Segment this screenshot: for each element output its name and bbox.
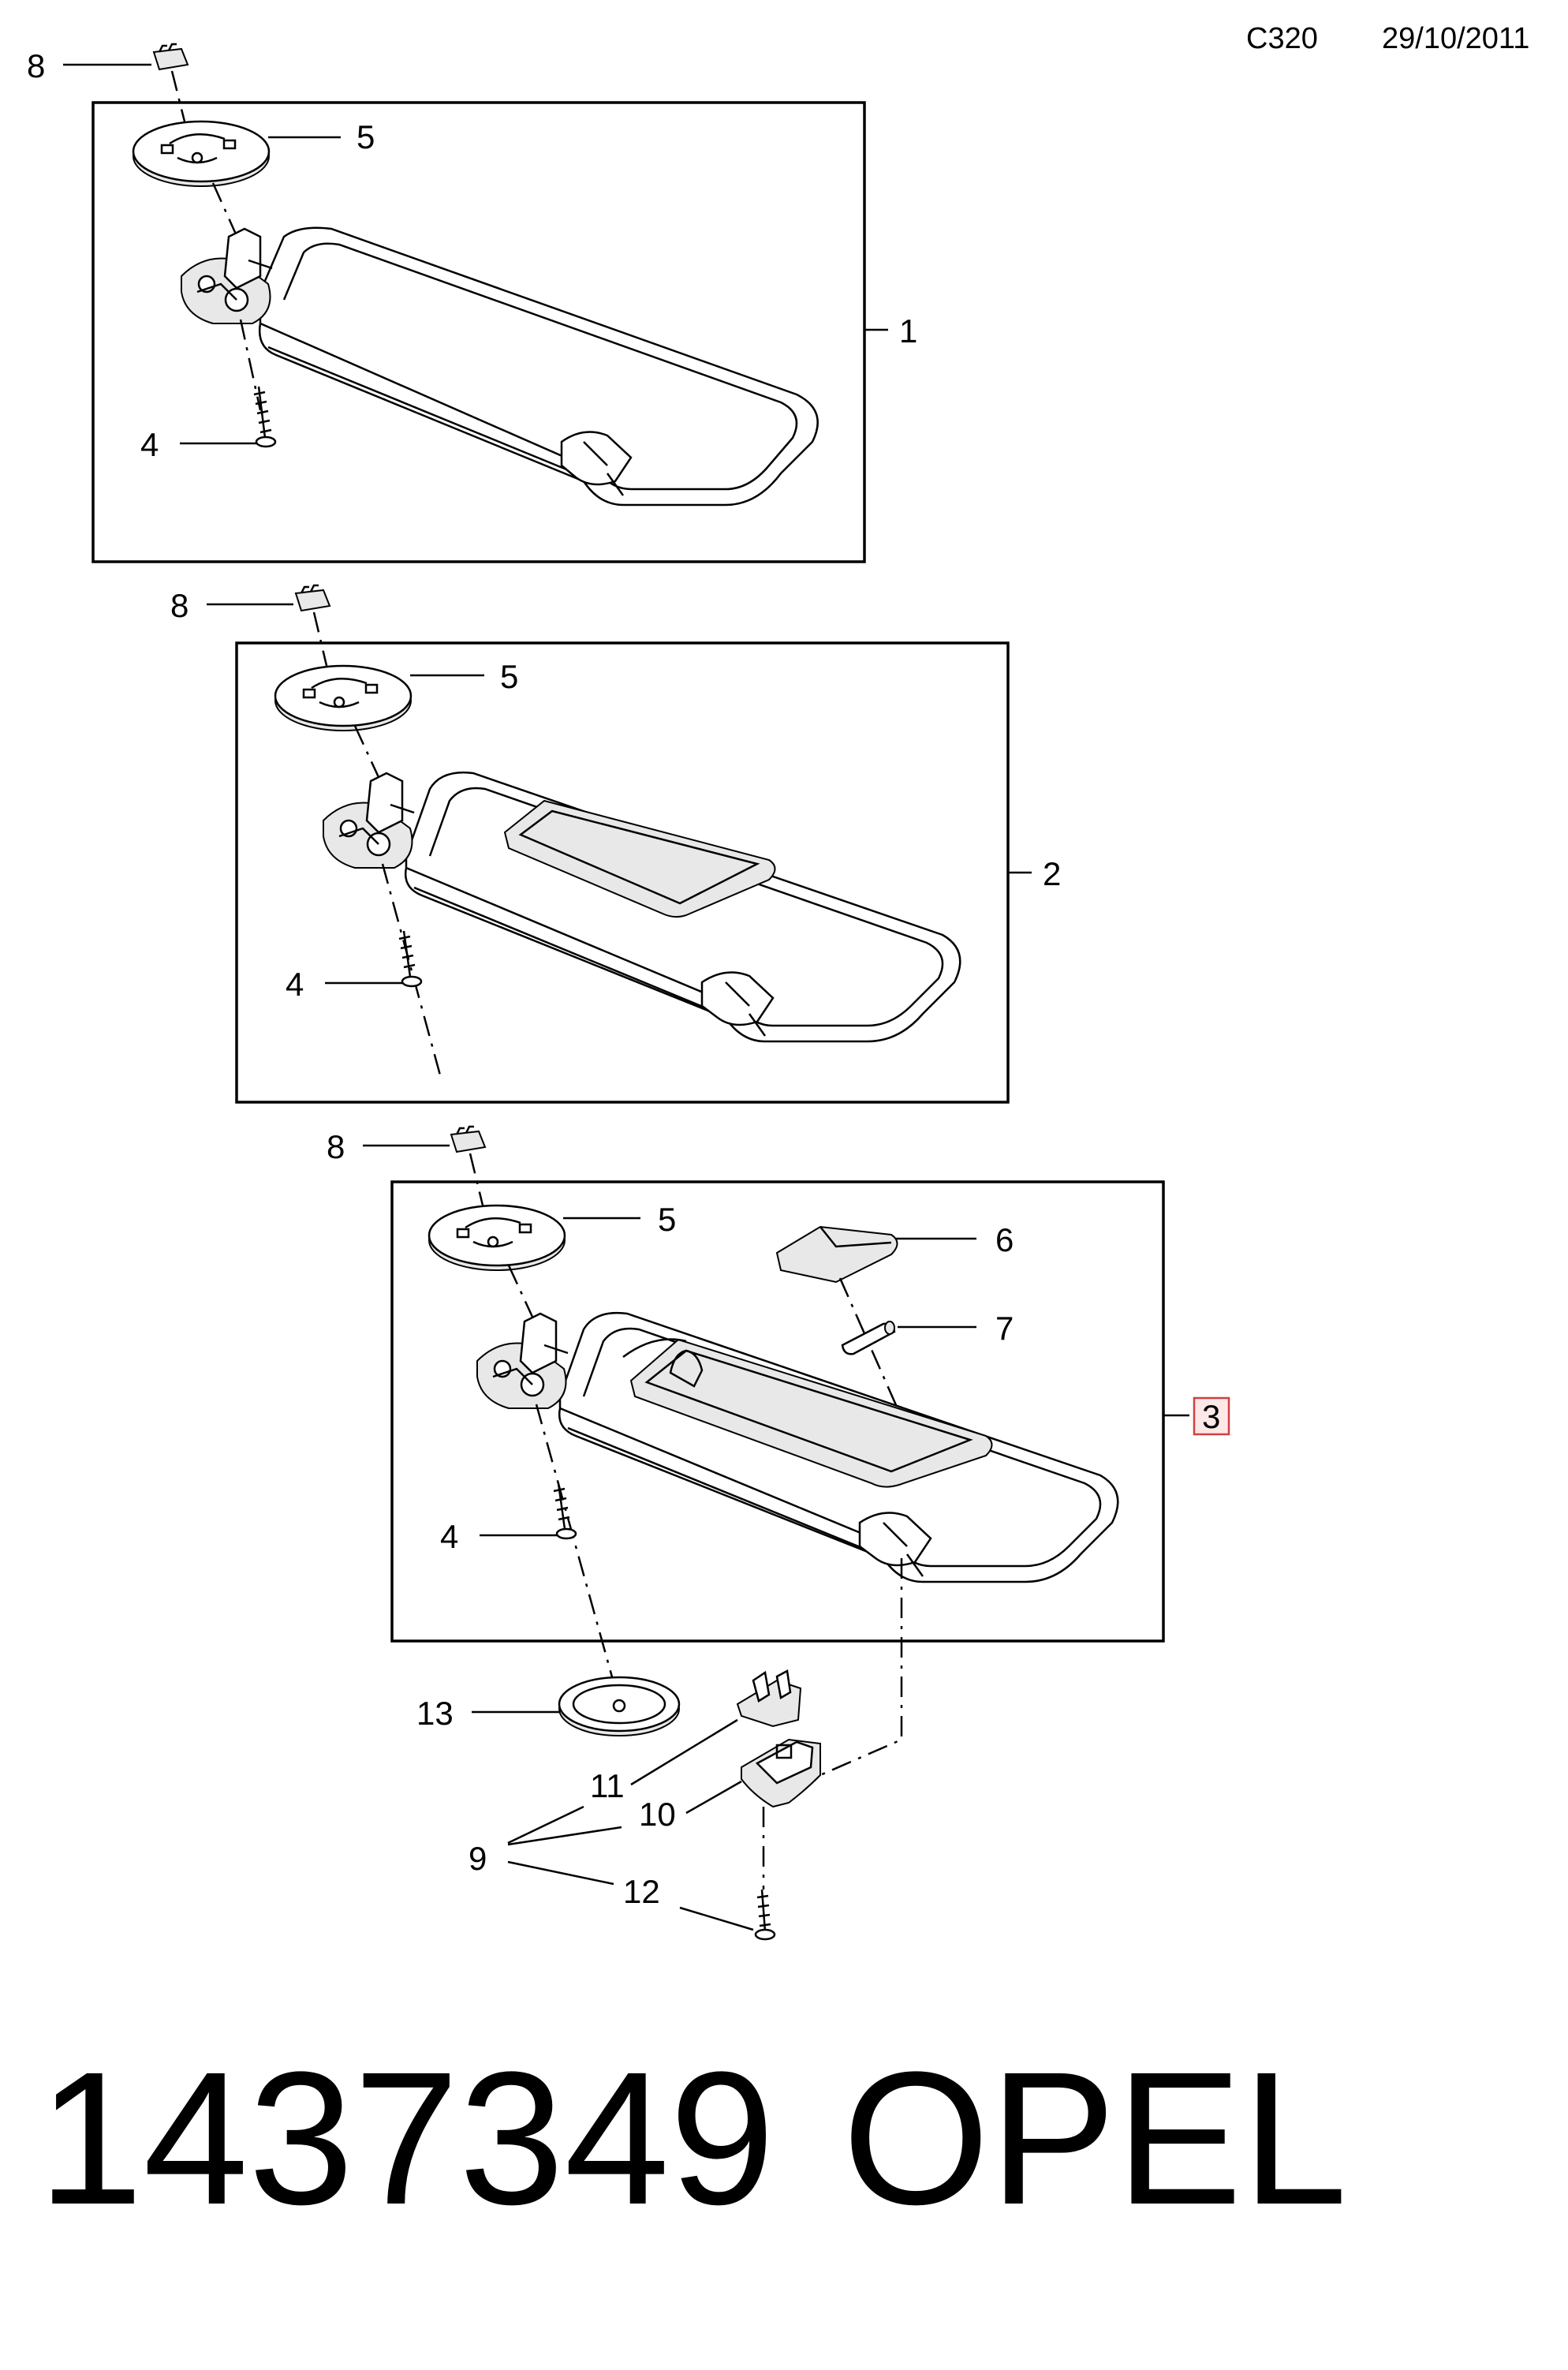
part-number: 1437349 bbox=[38, 2032, 775, 2244]
visor-holder-icon bbox=[741, 1738, 821, 1808]
callout-a3-lamp[interactable]: 7 bbox=[995, 1310, 1014, 1347]
callout-a2-plate[interactable]: 5 bbox=[500, 658, 518, 695]
retaining-clip-icon bbox=[736, 1669, 802, 1728]
callout-a1-plate[interactable]: 5 bbox=[357, 118, 375, 155]
screw-icon bbox=[398, 930, 423, 988]
callout-assembly-2[interactable]: 2 bbox=[1043, 855, 1061, 892]
sun-visor-icon bbox=[181, 226, 819, 507]
brand-name: OPEL bbox=[842, 2032, 1348, 2244]
callout-a1-screw[interactable]: 4 bbox=[140, 426, 159, 463]
catalog-date: 29/10/2011 bbox=[1382, 22, 1530, 55]
callout-a2-clip[interactable]: 8 bbox=[170, 587, 189, 624]
screw-icon bbox=[253, 386, 277, 448]
catalog-code: C320 bbox=[1246, 22, 1318, 55]
callout-holder-10[interactable]: 10 bbox=[639, 1796, 676, 1833]
callout-clip-11[interactable]: 11 bbox=[590, 1767, 625, 1804]
highlight-box bbox=[1193, 1396, 1230, 1436]
callout-a3-plate[interactable]: 5 bbox=[658, 1201, 676, 1238]
callout-a3-screw[interactable]: 4 bbox=[440, 1518, 458, 1555]
loose-parts: 13 11 10 9 12 bbox=[416, 1558, 903, 1941]
clip-icon bbox=[294, 584, 331, 612]
callout-a3-clip[interactable]: 8 bbox=[327, 1128, 345, 1165]
sun-visor-illuminated-icon bbox=[476, 1312, 1119, 1583]
mounting-plate-icon bbox=[274, 664, 413, 731]
clip-icon bbox=[450, 1125, 487, 1153]
assembly-1: 8 5 bbox=[27, 43, 917, 563]
sun-visor-with-mirror-icon bbox=[323, 772, 961, 1043]
assembly-3-frame bbox=[390, 1180, 1165, 1643]
screw-cover-icon bbox=[558, 1676, 681, 1736]
assembly-2: 8 5 bbox=[170, 584, 1061, 1104]
clip-icon bbox=[152, 43, 189, 71]
callout-a2-screw[interactable]: 4 bbox=[286, 966, 304, 1003]
callout-kit-9[interactable]: 9 bbox=[469, 1840, 487, 1877]
assembly-3: 8 5 6 7 bbox=[327, 1125, 1230, 1689]
callout-a1-clip[interactable]: 8 bbox=[27, 47, 45, 84]
callout-assembly-3[interactable]: 3 bbox=[1202, 1398, 1220, 1435]
mounting-plate-icon bbox=[427, 1204, 566, 1271]
mirror-cover-icon bbox=[775, 1225, 898, 1284]
callout-assembly-1[interactable]: 1 bbox=[899, 312, 917, 350]
screw-icon bbox=[553, 1482, 577, 1540]
callout-screw-12[interactable]: 12 bbox=[623, 1873, 660, 1910]
callout-a3-cover[interactable]: 6 bbox=[995, 1221, 1014, 1258]
assembly-1-frame bbox=[91, 101, 866, 563]
mounting-plate-icon bbox=[132, 120, 271, 187]
screw-icon bbox=[754, 1889, 776, 1941]
callout-cover-13[interactable]: 13 bbox=[416, 1695, 454, 1732]
lamp-icon bbox=[841, 1321, 896, 1355]
